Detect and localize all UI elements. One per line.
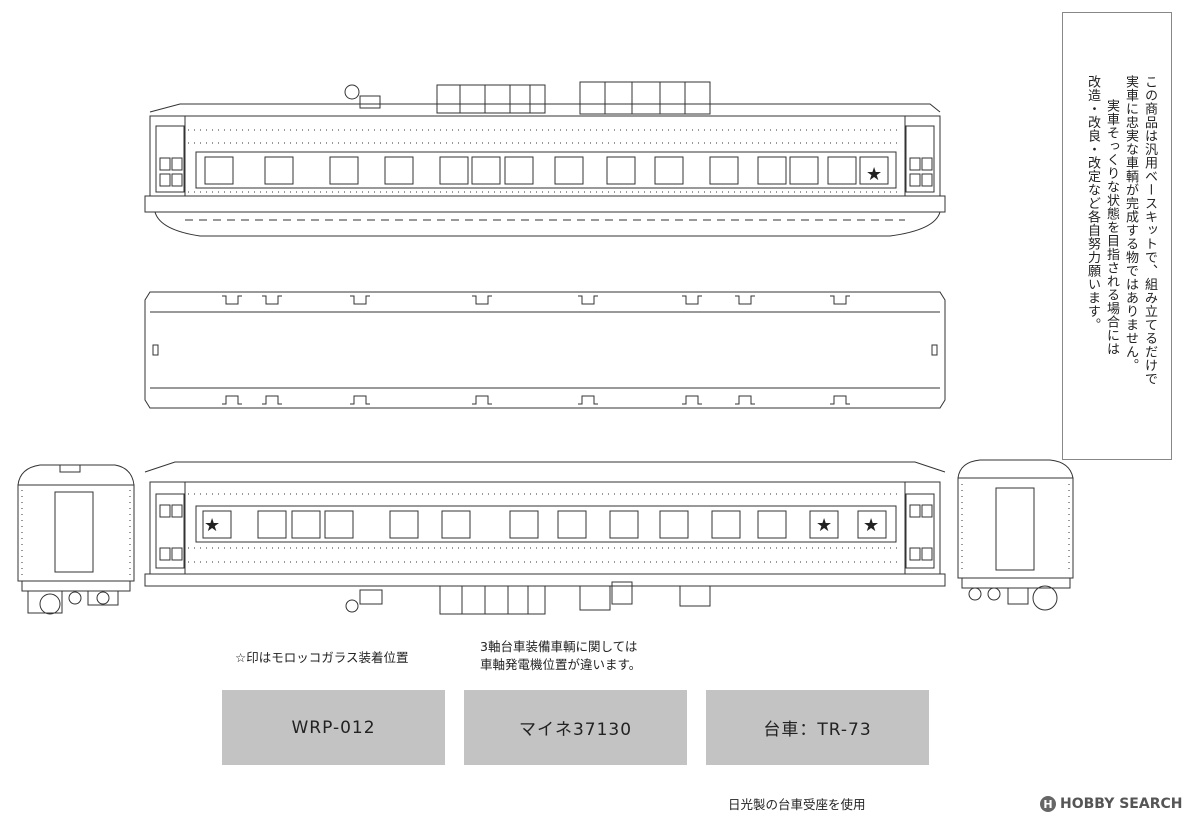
side-view-bottom [144,461,946,615]
bogie-mount-note: 日光製の台車受座を使用 [728,797,866,812]
disclaimer-line: この商品は汎用ベースキットで、組み立てるだけで [1142,75,1157,386]
disclaimer-line: 改造・改良・改定など各自努力願います。 [1085,75,1100,332]
end-door-right [905,125,935,193]
star-mark-note: ☆印はモロッコガラス装着位置 [235,650,409,665]
roof-ventilator [344,84,360,100]
roof-cooler-unit [436,84,546,114]
roof-outline [144,291,946,409]
car-name-label: マイネ37130 [464,690,687,765]
axle-note-line: 3軸台車装備車輌に関しては [480,639,638,654]
hobby-search-watermark: H HOBBY SEARCH [1040,796,1182,812]
end-door-right-2 [905,493,935,569]
end-door-left [155,125,185,193]
end-view-left [17,464,135,615]
end-door-left-2 [155,493,185,569]
product-code-label: WRP-012 [222,690,445,765]
roof-view [144,291,946,409]
hobby-search-logo-icon: H [1040,796,1056,812]
star-mark-icon: ★ [204,515,220,536]
watermark-text: HOBBY SEARCH [1060,796,1183,812]
disclaimer-line: 実車に忠実な車輌が完成する物ではありません。 [1123,75,1138,372]
roof-water-tank [579,81,711,115]
bogie-label: 台車：TR-73 [706,690,929,765]
kit-disclaimer-text: この商品は汎用ベースキットで、組み立てるだけで 実車に忠実な車輌が完成する物では… [1083,75,1159,386]
disclaimer-line: 実車そっくりな状態を目指される場合には [1104,99,1119,356]
end-view-right [957,459,1074,611]
star-mark-icon: ★ [863,515,879,536]
star-mark-icon: ★ [816,515,832,536]
axle-generator-note: 3軸台車装備車輌に関しては 車軸発電機位置が違います。 [480,638,641,674]
underfloor-cooler [439,585,546,615]
star-mark-icon: ★ [866,164,882,185]
axle-note-line: 車軸発電機位置が違います。 [480,657,642,672]
side-view-top [144,81,946,237]
kit-disclaimer-box: この商品は汎用ベースキットで、組み立てるだけで 実車に忠実な車輌が完成する物では… [1062,12,1172,460]
axle-generator [345,599,359,613]
underframe-skirt [154,211,941,237]
